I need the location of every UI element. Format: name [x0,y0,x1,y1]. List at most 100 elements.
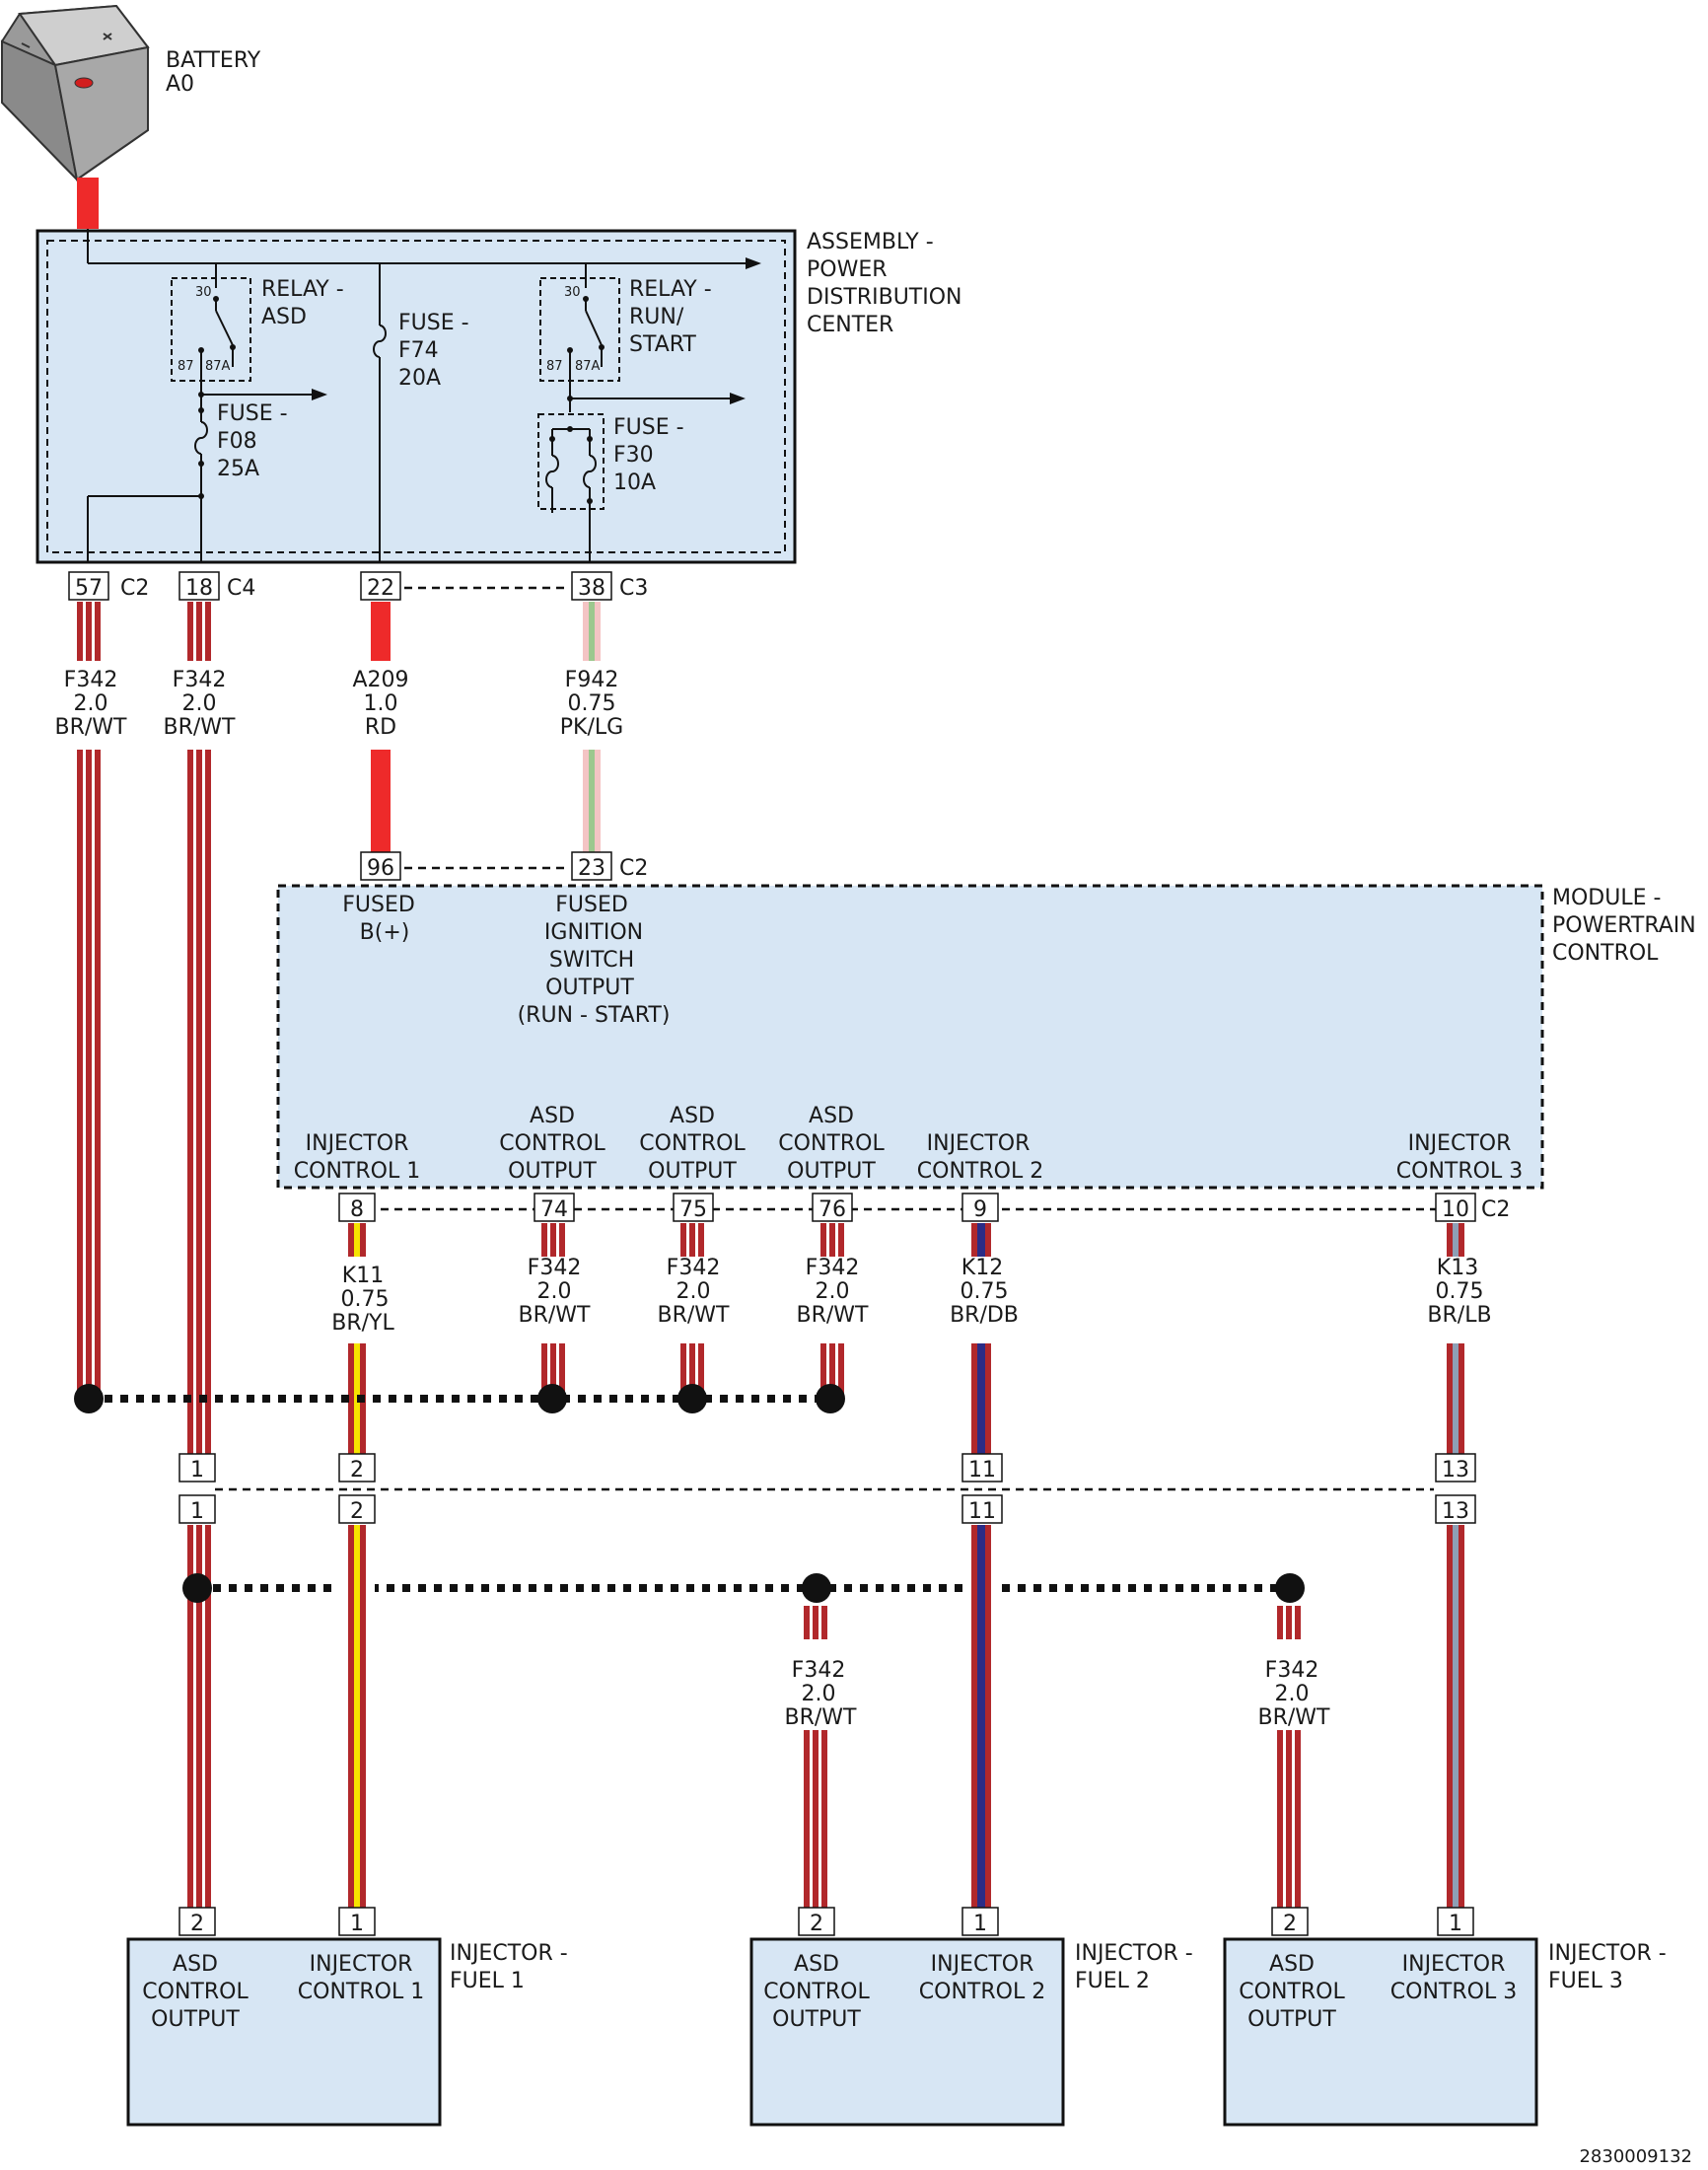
wire-label-8: K11 0.75 BR/YL [331,1264,394,1336]
wire-label-injector-3-asd: F342 2.0 BR/WT [1258,1658,1331,1730]
svg-text:BR/WT: BR/WT [164,715,237,740]
svg-text:F342: F342 [667,1256,721,1280]
wire-76 [820,1223,844,1399]
svg-text:CENTER: CENTER [807,313,893,337]
svg-text:CONTROL 2: CONTROL 2 [919,1980,1045,2004]
pin-10: 10 [1442,1197,1469,1222]
inline-pin-13-bottom: 13 [1442,1499,1469,1524]
battery-label: BATTERY [166,48,261,73]
svg-text:(RUN - START): (RUN - START) [518,1003,671,1028]
svg-text:A209: A209 [352,668,408,692]
pin-96: 96 [367,856,394,881]
svg-text:PK/LG: PK/LG [560,715,623,740]
inline-pin-1-top: 1 [190,1458,204,1483]
svg-text:CONTROL: CONTROL [142,1980,249,2004]
powertrain-control-module [276,884,1544,1190]
fuse-f74-label: FUSE - [398,311,469,335]
pcm-injector-control-3-label: INJECTOR CONTROL 3 [1396,1131,1523,1184]
svg-text:ASD: ASD [1269,1952,1315,1977]
injector-fuel-1: 2 1 ASD CONTROL OUTPUT INJECTOR CONTROL … [126,1907,442,2127]
pin-74: 74 [540,1197,568,1222]
connector-c3: C3 [619,576,648,601]
inline-connector: 1 2 11 13 1 2 11 13 [178,1453,1476,1524]
svg-text:F342: F342 [792,1658,846,1683]
svg-text:CONTROL: CONTROL [1239,1980,1345,2004]
injector-3-pin-2: 2 [1283,1912,1297,1936]
svg-text:OUTPUT: OUTPUT [508,1159,597,1184]
wire-75 [680,1223,704,1399]
injector-fuel-2: 2 1 ASD CONTROL OUTPUT INJECTOR CONTROL … [749,1907,1065,2127]
svg-text:CONTROL: CONTROL [763,1980,870,2004]
injector-2-pin-1: 1 [973,1912,987,1936]
inline-pin-1-bottom: 1 [190,1499,204,1524]
power-distribution-center: 30 87 87A RELAY - ASD FUSE - F08 25A FUS… [36,229,797,564]
pin-8: 8 [350,1197,364,1222]
fuse-f30-label: FUSE - [613,415,684,440]
asd-relay-terminal-30: 30 [195,285,212,300]
asd-relay-name: ASD [261,305,307,329]
splice-lower [182,1573,1305,1603]
svg-text:DISTRIBUTION: DISTRIBUTION [807,285,962,310]
injector-3-pin-1: 1 [1449,1912,1462,1936]
wire-label-74: F342 2.0 BR/WT [519,1256,592,1328]
svg-text:2.0: 2.0 [74,691,108,716]
injector-fuel-2-label: INJECTOR - FUEL 2 [1075,1941,1193,1993]
wire-injector-3-asd [1277,1606,1301,1910]
svg-text:BR/WT: BR/WT [1258,1705,1331,1730]
svg-text:INJECTOR: INJECTOR [306,1131,409,1156]
wire-8 [348,1223,366,1454]
svg-text:INJECTOR -: INJECTOR - [450,1941,568,1966]
svg-text:CONTROL 1: CONTROL 1 [294,1159,420,1184]
connector-c2: C2 [120,576,149,601]
injector-fuel-3: 2 1 ASD CONTROL OUTPUT INJECTOR CONTROL … [1223,1907,1538,2127]
svg-text:IGNITION: IGNITION [544,920,643,945]
fuse-f30-rating: 10A [613,470,656,495]
injector-1-pin-1: 1 [350,1912,364,1936]
inline-pin-2-top: 2 [350,1458,364,1483]
inline-pin-11-bottom: 11 [968,1499,996,1524]
svg-text:CONTROL 1: CONTROL 1 [298,1980,424,2004]
svg-text:OUTPUT: OUTPUT [787,1159,876,1184]
svg-text:ASSEMBLY -: ASSEMBLY - [807,230,934,254]
wire-label-18: F342 2.0 BR/WT [164,668,237,740]
svg-text:0.75: 0.75 [341,1287,390,1312]
run-relay-terminal-30: 30 [564,285,581,300]
svg-text:RD: RD [365,715,396,740]
svg-text:OUTPUT: OUTPUT [545,976,634,1000]
wire-inline-13 [1447,1525,1464,1910]
wire-label-76: F342 2.0 BR/WT [797,1256,870,1328]
svg-text:2.0: 2.0 [816,1279,850,1304]
svg-text:0.75: 0.75 [961,1279,1009,1304]
svg-text:K11: K11 [342,1264,384,1288]
pdc-label: ASSEMBLY - POWER DISTRIBUTION CENTER [807,230,962,337]
svg-text:2.0: 2.0 [676,1279,711,1304]
svg-text:F342: F342 [528,1256,582,1280]
svg-text:INJECTOR: INJECTOR [927,1131,1031,1156]
svg-text:CONTROL: CONTROL [499,1131,605,1156]
svg-text:INJECTOR -: INJECTOR - [1075,1941,1193,1966]
run-relay-name-1: RUN/ [629,305,684,329]
svg-text:F342: F342 [173,668,227,692]
pcm-label: MODULE - POWERTRAIN CONTROL [1552,886,1696,966]
svg-text:FUEL 2: FUEL 2 [1075,1969,1150,1993]
injector-1-pin-2: 2 [190,1912,204,1936]
svg-text:INJECTOR: INJECTOR [1408,1131,1512,1156]
wire-74 [541,1223,565,1399]
fuse-f08-label: FUSE - [217,401,288,426]
wire-label-10: K13 0.75 BR/LB [1427,1256,1491,1328]
pcm-fused-ignition-label: FUSED IGNITION SWITCH OUTPUT (RUN - STAR… [518,893,671,1028]
wire-label-injector-2-asd: F342 2.0 BR/WT [785,1658,858,1730]
pin-76: 76 [818,1197,846,1222]
svg-text:2.0: 2.0 [537,1279,572,1304]
svg-text:FUSED: FUSED [555,893,628,917]
svg-text:OUTPUT: OUTPUT [1247,2007,1336,2032]
svg-text:1.0: 1.0 [364,691,398,716]
svg-text:BR/WT: BR/WT [55,715,128,740]
wire-38 [583,602,601,852]
asd-relay-terminal-87a: 87A [205,359,231,374]
wire-label-22: A209 1.0 RD [352,668,408,740]
run-relay-label: RELAY - [629,277,712,302]
wire-injector-2-asd [804,1606,827,1910]
fuse-f74-rating: 20A [398,366,441,391]
wire-label-57: F342 2.0 BR/WT [55,668,128,740]
